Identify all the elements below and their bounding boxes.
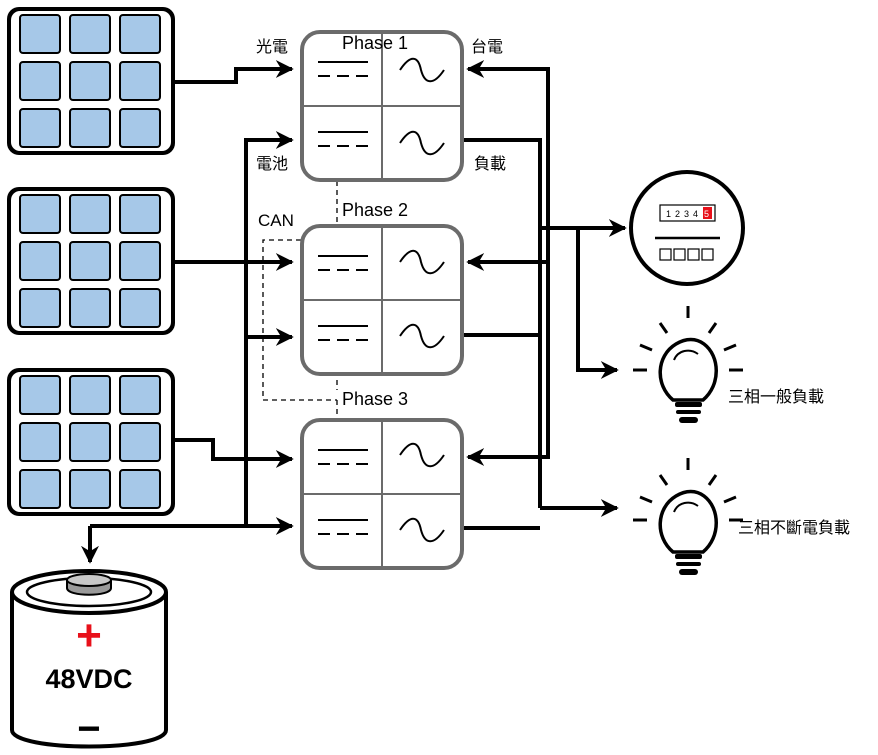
dc-symbol-icon — [318, 61, 368, 77]
inverter-phase-1 — [300, 30, 464, 182]
inverter-phase-2 — [300, 224, 464, 376]
dc-symbol-icon — [318, 325, 368, 341]
ups-load-label: 三相不斷電負載 — [738, 518, 850, 537]
battery-label: 電池 — [256, 154, 288, 173]
battery-bus — [244, 131, 294, 526]
solar-panel-2 — [7, 187, 175, 335]
meter-digit-4: 4 — [693, 209, 698, 219]
inverter-phase-3 — [300, 418, 464, 570]
phase-1-label: Phase 1 — [342, 33, 408, 53]
meter-digit-1: 1 — [666, 209, 671, 219]
pv-label: 光電 — [256, 37, 288, 56]
ac-symbol-icon — [399, 57, 445, 83]
ac-symbol-icon — [399, 442, 445, 468]
solar-panel-1 — [7, 7, 175, 155]
meter-digit-5: 5 — [704, 209, 709, 219]
dc-symbol-icon — [318, 519, 368, 535]
general-load-label: 三相一般負載 — [728, 387, 824, 406]
meter-digit-3: 3 — [684, 209, 689, 219]
electricity-meter: 1 2 3 4 5 — [629, 170, 745, 286]
dc-symbol-icon — [318, 255, 368, 271]
ac-symbol-icon — [399, 517, 445, 543]
lightbulb-icon — [633, 306, 743, 423]
meter-digit-2: 2 — [675, 209, 680, 219]
solar-panel-3 — [7, 368, 175, 516]
general-load-wire — [576, 228, 619, 379]
grid-label: 台電 — [471, 37, 503, 56]
phase-2-label: Phase 2 — [342, 200, 408, 220]
pv-wire-3 — [175, 438, 294, 468]
ac-symbol-icon — [399, 130, 445, 156]
dc-symbol-icon — [318, 131, 368, 147]
battery-plus-sign: + — [76, 611, 102, 660]
lightbulb-icon — [633, 458, 743, 575]
power-wiring — [81, 60, 627, 564]
grid-bus — [466, 60, 550, 228]
ac-symbol-icon — [399, 249, 445, 275]
can-label: CAN — [258, 211, 294, 230]
battery-voltage-label: 48VDC — [45, 664, 132, 694]
ac-symbol-icon — [399, 323, 445, 349]
load-bus — [462, 138, 542, 508]
battery-icon — [10, 569, 168, 749]
phase-3-label: Phase 3 — [342, 389, 408, 409]
dc-symbol-icon — [318, 449, 368, 465]
load-label: 負載 — [474, 154, 506, 173]
battery-minus-sign: − — [77, 707, 100, 751]
pv-wire-1 — [175, 60, 294, 84]
